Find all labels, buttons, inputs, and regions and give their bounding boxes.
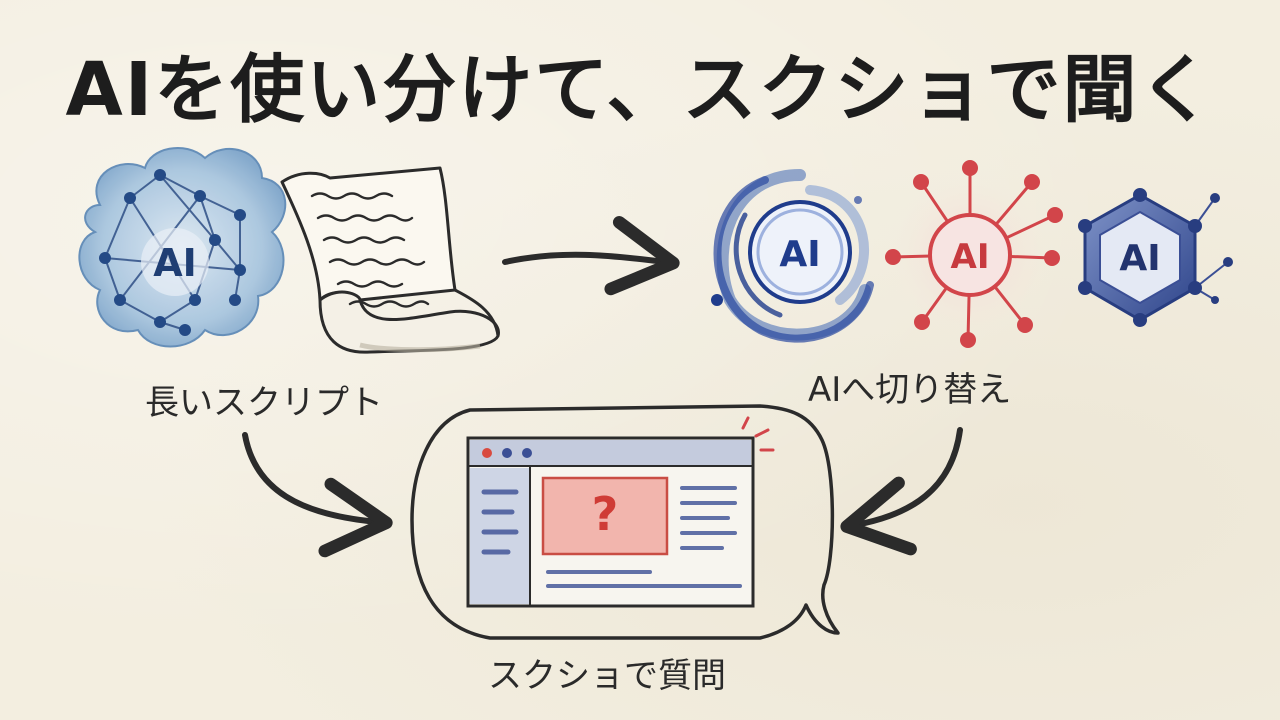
ai-hub-label: AI bbox=[951, 237, 990, 277]
arrow-to-ai bbox=[502, 216, 680, 296]
window-minimize-icon bbox=[502, 448, 512, 458]
ai-cloud-icon: AI bbox=[78, 146, 287, 348]
ai-swirl-icon: AI bbox=[711, 169, 874, 343]
step-label-ask-screenshot: スクショで質問 bbox=[488, 656, 726, 696]
question-icon: ? bbox=[592, 487, 619, 541]
ai-hex-icon: AI bbox=[1078, 188, 1233, 327]
ai-swirl-label: AI bbox=[779, 234, 820, 275]
arrow-left-down bbox=[242, 432, 393, 558]
ai-cloud-label: AI bbox=[153, 241, 197, 285]
ai-hub-icon: AI bbox=[885, 160, 1063, 348]
speech-bubble bbox=[410, 404, 840, 640]
ai-hex-label: AI bbox=[1119, 238, 1160, 279]
step-label-long-script: 長いスクリプト bbox=[145, 383, 383, 423]
page-title: AIを使い分けて、スクショで聞く bbox=[65, 47, 1215, 133]
window-maximize-icon bbox=[522, 448, 532, 458]
alert-marks-icon bbox=[741, 416, 775, 452]
scroll-icon bbox=[280, 166, 500, 354]
window-close-icon bbox=[482, 448, 492, 458]
browser-window: ? bbox=[466, 416, 775, 608]
step-label-switch-ai: AIへ切り替え bbox=[808, 370, 1012, 410]
arrow-right-down bbox=[840, 427, 963, 556]
